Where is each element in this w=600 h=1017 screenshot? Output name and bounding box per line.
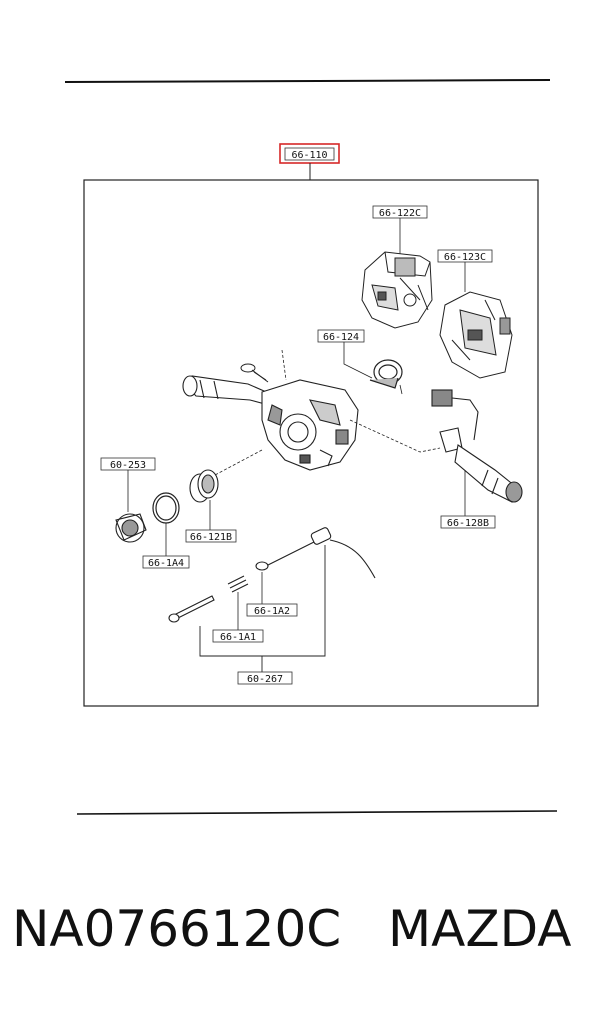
combination-switch-module-123c xyxy=(439,291,513,379)
part-number: NA0766120C xyxy=(12,900,342,958)
label-66-110-text: 66-110 xyxy=(291,150,327,161)
label-66-1a4[interactable]: 66-1A4 xyxy=(142,555,190,569)
brand-name: MAZDA xyxy=(388,900,572,958)
label-66-123c-text: 66-123C xyxy=(444,252,486,263)
wiper-lever-128b xyxy=(431,389,523,503)
footer: NA0766120C MAZDA xyxy=(0,900,600,980)
label-66-1a2-text: 66-1A2 xyxy=(254,606,290,617)
bushing-121b xyxy=(189,469,219,503)
label-66-121b-text: 66-121B xyxy=(190,532,232,543)
label-66-1a2[interactable]: 66-1A2 xyxy=(246,603,298,617)
label-66-1a1-text: 66-1A1 xyxy=(220,632,256,643)
spring-1a1 xyxy=(227,575,249,593)
pin-rod-267 xyxy=(168,595,215,623)
label-66-1a4-text: 66-1A4 xyxy=(148,558,184,569)
main-switch-assembly xyxy=(182,375,359,471)
label-60-253[interactable]: 60-253 xyxy=(100,457,156,471)
diagram-frame xyxy=(83,179,539,707)
bulb-with-wire xyxy=(255,527,376,579)
top-rule xyxy=(64,79,551,83)
label-66-122c-text: 66-122C xyxy=(379,208,421,219)
o-ring-1a4 xyxy=(152,492,180,524)
label-66-1a1[interactable]: 66-1A1 xyxy=(212,629,264,643)
spring-clip-124 xyxy=(369,359,403,389)
bottom-rule xyxy=(76,810,558,815)
label-66-123c[interactable]: 66-123C xyxy=(437,249,493,263)
label-60-253-text: 60-253 xyxy=(110,460,146,471)
screw-top xyxy=(240,363,269,383)
label-66-122c[interactable]: 66-122C xyxy=(372,205,428,219)
label-66-110[interactable]: 66-110 xyxy=(279,143,340,164)
label-66-124[interactable]: 66-124 xyxy=(317,329,365,343)
combination-switch-module-122c xyxy=(361,251,433,329)
label-66-128b[interactable]: 66-128B xyxy=(440,515,496,529)
label-60-267[interactable]: 60-267 xyxy=(237,671,293,685)
cancel-cam-253 xyxy=(115,513,147,543)
label-60-267-text: 60-267 xyxy=(247,674,283,685)
label-66-128b-text: 66-128B xyxy=(447,518,489,529)
label-66-124-text: 66-124 xyxy=(323,332,359,343)
label-66-121b[interactable]: 66-121B xyxy=(185,529,237,543)
